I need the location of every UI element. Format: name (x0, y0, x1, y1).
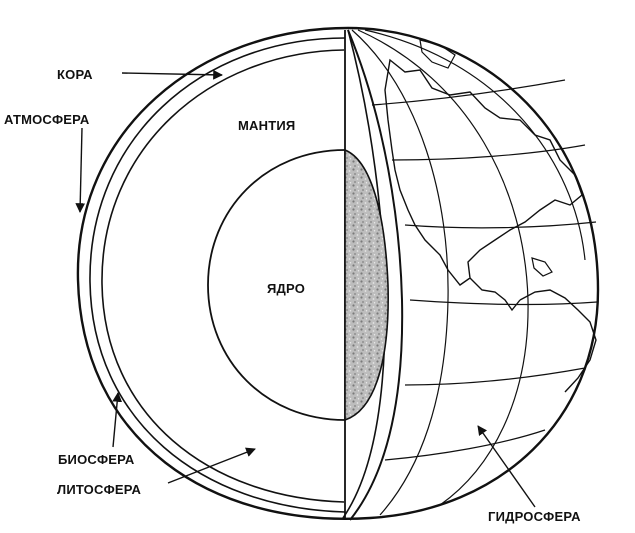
outer-sphere-layers (78, 28, 598, 519)
arrow-gidrosfera (478, 426, 535, 507)
label-atmosfera: АТМОСФЕРА (4, 112, 90, 127)
label-gidrosfera: ГИДРОСФЕРА (488, 509, 581, 524)
label-kora: КОРА (57, 67, 93, 82)
label-yadro: ЯДРО (267, 281, 305, 296)
label-litosfera: ЛИТОСФЕРА (57, 482, 141, 497)
pointer-arrows (80, 73, 535, 507)
latitude-line-6 (385, 430, 545, 460)
island-caribbean (532, 258, 552, 276)
atmosphere-inner-line (90, 38, 345, 512)
label-biosfera: БИОСФЕРА (58, 452, 135, 467)
continent-central-america (470, 278, 520, 310)
latitude-line-3 (405, 222, 596, 228)
crust-line (102, 50, 344, 502)
arrow-atmosfera (80, 128, 82, 212)
atmosphere-outer-outline (78, 28, 598, 519)
island-greenland (420, 40, 455, 68)
globe-surface (352, 30, 597, 515)
arrow-biosfera (113, 393, 118, 447)
label-mantiya: МАНТИЯ (238, 118, 295, 133)
continent-north-america (385, 60, 582, 285)
arrow-litosfera (168, 449, 255, 483)
latitude-line-5 (405, 368, 585, 385)
